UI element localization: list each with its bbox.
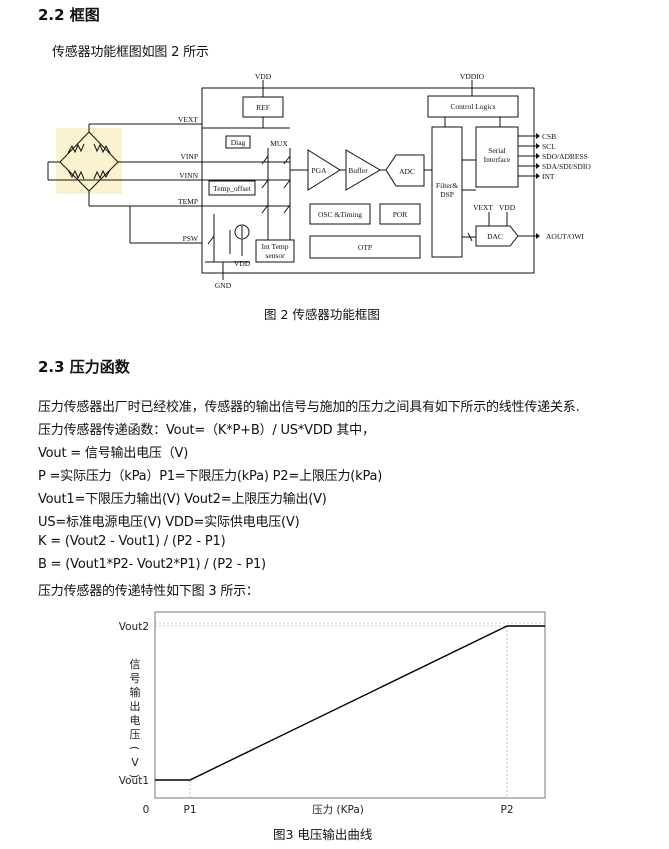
osc-label: OSC &Timing [318, 210, 362, 219]
diag-label: Diag [231, 138, 246, 147]
y-axis-label-char: 信 [130, 658, 141, 671]
sda-pin-label: SDA/SDI/SDIO [542, 162, 591, 171]
block-diagram: VDD VDDIO REF Control Logics VEXT VINP V… [47, 72, 591, 290]
y-axis-label-char: ( [128, 746, 141, 750]
y-axis-label-char: 输 [130, 685, 141, 699]
temp-offset-block [208, 180, 256, 196]
temp-pin-label: TEMP [178, 197, 198, 206]
text-line-4: P =实际压力（kPa）P1=下限压力(kPa) P2=上限压力(kPa) [38, 469, 383, 484]
psw-pin-label: PSW [183, 234, 199, 243]
pga-label: PGA [311, 166, 327, 175]
y-axis-label-char: 电 [130, 714, 141, 727]
buffer-label: Buffer [348, 166, 368, 175]
control-logics-label: Control Logics [450, 102, 495, 111]
vdd-small-label: VDD [234, 259, 251, 268]
serial-interface-block [475, 126, 519, 188]
y-axis-label-char: 号 [130, 672, 141, 685]
control-logics-block [427, 95, 519, 118]
osc-timing-block [309, 203, 371, 225]
x-tick-p1: P1 [183, 804, 196, 816]
int-temp-label-2: sensor [265, 251, 285, 260]
diag-block [225, 135, 251, 149]
text-line-5: Vout1=下限压力输出(V) Vout2=上限压力输出(V) [38, 492, 327, 507]
section-heading-2-3: 2.3 压力函数 [38, 358, 130, 376]
por-label: POR [393, 210, 408, 219]
adc-label: ADC [399, 167, 415, 176]
dac-block [475, 225, 519, 247]
dac-label: DAC [487, 232, 503, 241]
y-axis-label-char: 出 [130, 699, 141, 713]
otp-label: OTP [358, 243, 372, 252]
temp-offset-label: Temp_offset [213, 184, 252, 193]
dac-vdd-label: VDD [499, 203, 516, 212]
y-axis-label-char: ) [128, 774, 141, 778]
text-line-3: Vout = 信号输出电压（V) [38, 446, 189, 461]
text-line-7: K = (Vout2 - Vout1) / (P2 - P1) [38, 534, 226, 549]
sensor-bridge-bg [56, 128, 122, 194]
int-temp-label-1: Int Temp [261, 242, 288, 251]
vext-pin-label: VEXT [178, 115, 198, 124]
scl-pin-label: SCL [542, 142, 556, 151]
text-line-1: 压力传感器出厂时已经校准，传感器的输出信号与施加的压力之间具有如下所示的线性传递… [38, 400, 580, 415]
filter-label-2: DSP [440, 190, 454, 199]
dac-vext-label: VEXT [473, 203, 493, 212]
filter-label-1: Filter& [436, 181, 458, 190]
por-block [379, 203, 421, 225]
y-tick-vout2: Vout2 [119, 621, 149, 633]
text-line-2: 压力传感器传递函数：Vout=（K*P+B）/ US*VDD 其中， [38, 423, 375, 438]
y-axis-label-char: 压 [130, 728, 141, 741]
csb-pin-label: CSB [542, 132, 556, 141]
vinp-pin-label: VINP [180, 152, 198, 161]
ref-label: REF [256, 103, 270, 112]
buffer-amp [345, 149, 381, 191]
vdd-pin-label: VDD [255, 72, 272, 81]
text-line-6: US=标准电源电压(V) VDD=实际供电电压(V) [38, 515, 300, 530]
text-line-9: 压力传感器的传递特性如下图 3 所示： [38, 584, 259, 599]
gnd-pin-label: GND [215, 281, 232, 290]
int-temp-sensor-block [255, 239, 295, 263]
block-diagram-intro: 传感器功能框图如图 2 所示 [52, 45, 209, 60]
filter-dsp-block [431, 126, 463, 258]
text-line-8: B = (Vout1*P2- Vout2*P1) / (P2 - P1) [38, 557, 266, 572]
int-pin-label: INT [542, 172, 555, 181]
figure-3-caption: 图3 电压输出曲线 [273, 827, 373, 842]
series-line [155, 625, 545, 781]
figure-2-caption: 图 2 传感器功能框图 [264, 307, 380, 322]
section-heading-2-2: 2.2 框图 [38, 6, 100, 24]
x-axis-label: 压力 (KPa) [312, 803, 364, 816]
serial-label-1: Serial [488, 146, 506, 155]
vddio-pin-label: VDDIO [460, 72, 485, 81]
plot-area [154, 611, 546, 799]
otp-block [309, 235, 421, 259]
mux-label: MUX [270, 139, 288, 148]
aout-pin-label: AOUT/OWI [546, 232, 584, 241]
x-tick-p2: P2 [500, 804, 513, 816]
serial-label-2: Interface [484, 155, 511, 164]
x-tick-0: 0 [143, 804, 150, 816]
sdo-pin-label: SDO/ADRESS [542, 152, 588, 161]
y-tick-vout1: Vout1 [119, 775, 149, 787]
y-axis-label-char: V [131, 756, 139, 769]
vinn-pin-label: VINN [179, 171, 198, 180]
